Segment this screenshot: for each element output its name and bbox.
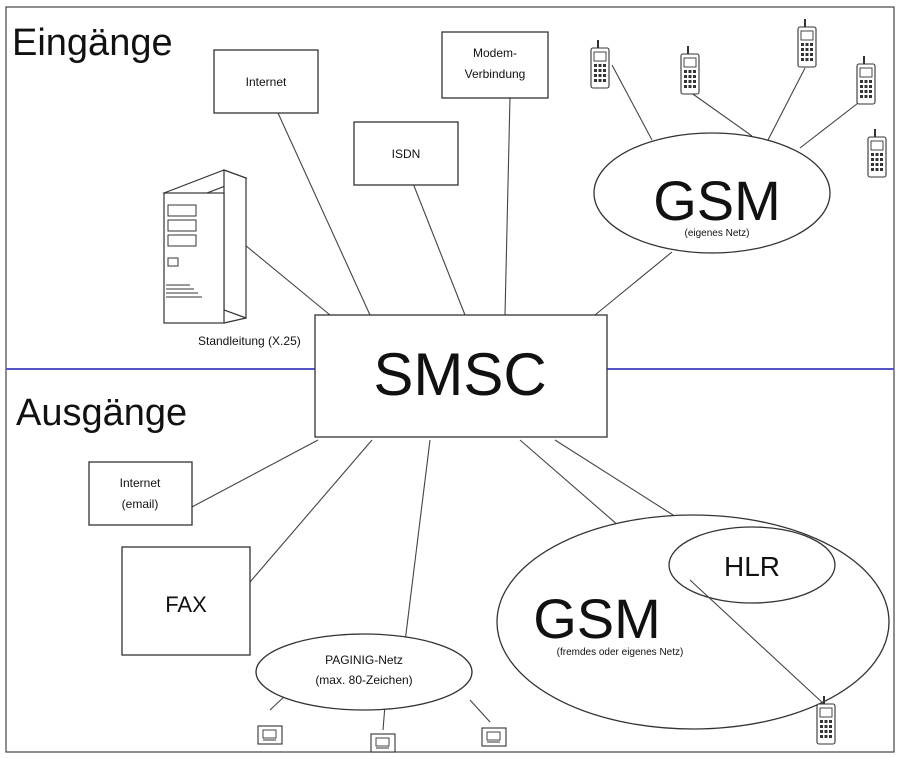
paging-label-line1: PAGINIG-Netz — [325, 653, 403, 667]
isdn-label: ISDN — [392, 147, 421, 161]
smsc-box — [314, 314, 608, 438]
smsc-label: SMSC — [373, 341, 546, 408]
gsm-foreign-title: GSM — [533, 587, 661, 650]
gsm-own-title: GSM — [653, 169, 781, 232]
isdn-box — [353, 121, 459, 186]
connection-to-phone — [689, 579, 826, 706]
output-internet-line1: Internet — [120, 476, 161, 490]
pager-icon — [481, 727, 507, 747]
pager-icon — [257, 725, 283, 745]
mobile-phone-icon — [797, 18, 817, 68]
output-internet-line2: (email) — [122, 497, 159, 511]
internet-box — [213, 49, 319, 114]
hlr-ellipse — [668, 526, 836, 604]
output-internet-box — [88, 461, 193, 526]
gsm-own-subtitle: (eigenes Netz) — [684, 228, 749, 239]
fax-label: FAX — [165, 592, 207, 617]
server-icon — [162, 169, 248, 324]
gsm-foreign-subtitle: (fremdes oder eigenes Netz) — [557, 647, 684, 658]
internet-label: Internet — [246, 75, 287, 89]
modem-box — [441, 31, 549, 99]
paging-label-line2: (max. 80-Zeichen) — [315, 673, 412, 687]
inputs-heading: Eingänge — [12, 22, 173, 64]
outputs-heading: Ausgänge — [16, 392, 187, 434]
modem-label-line1: Modem- — [473, 46, 517, 60]
hlr-label: HLR — [724, 551, 780, 582]
pager-icon — [370, 733, 396, 753]
mobile-phone-icon — [590, 39, 610, 89]
paging-network — [255, 633, 473, 711]
diagram-frame — [5, 6, 895, 753]
modem-label-line2: Verbindung — [465, 67, 526, 81]
mobile-phone-icon — [867, 128, 887, 178]
leased-line-label: Standleitung (X.25) — [198, 334, 301, 348]
mobile-phone-icon — [856, 55, 876, 105]
gsm-own-network — [593, 132, 831, 254]
mobile-phone-icon — [680, 45, 700, 95]
fax-box — [121, 546, 251, 656]
